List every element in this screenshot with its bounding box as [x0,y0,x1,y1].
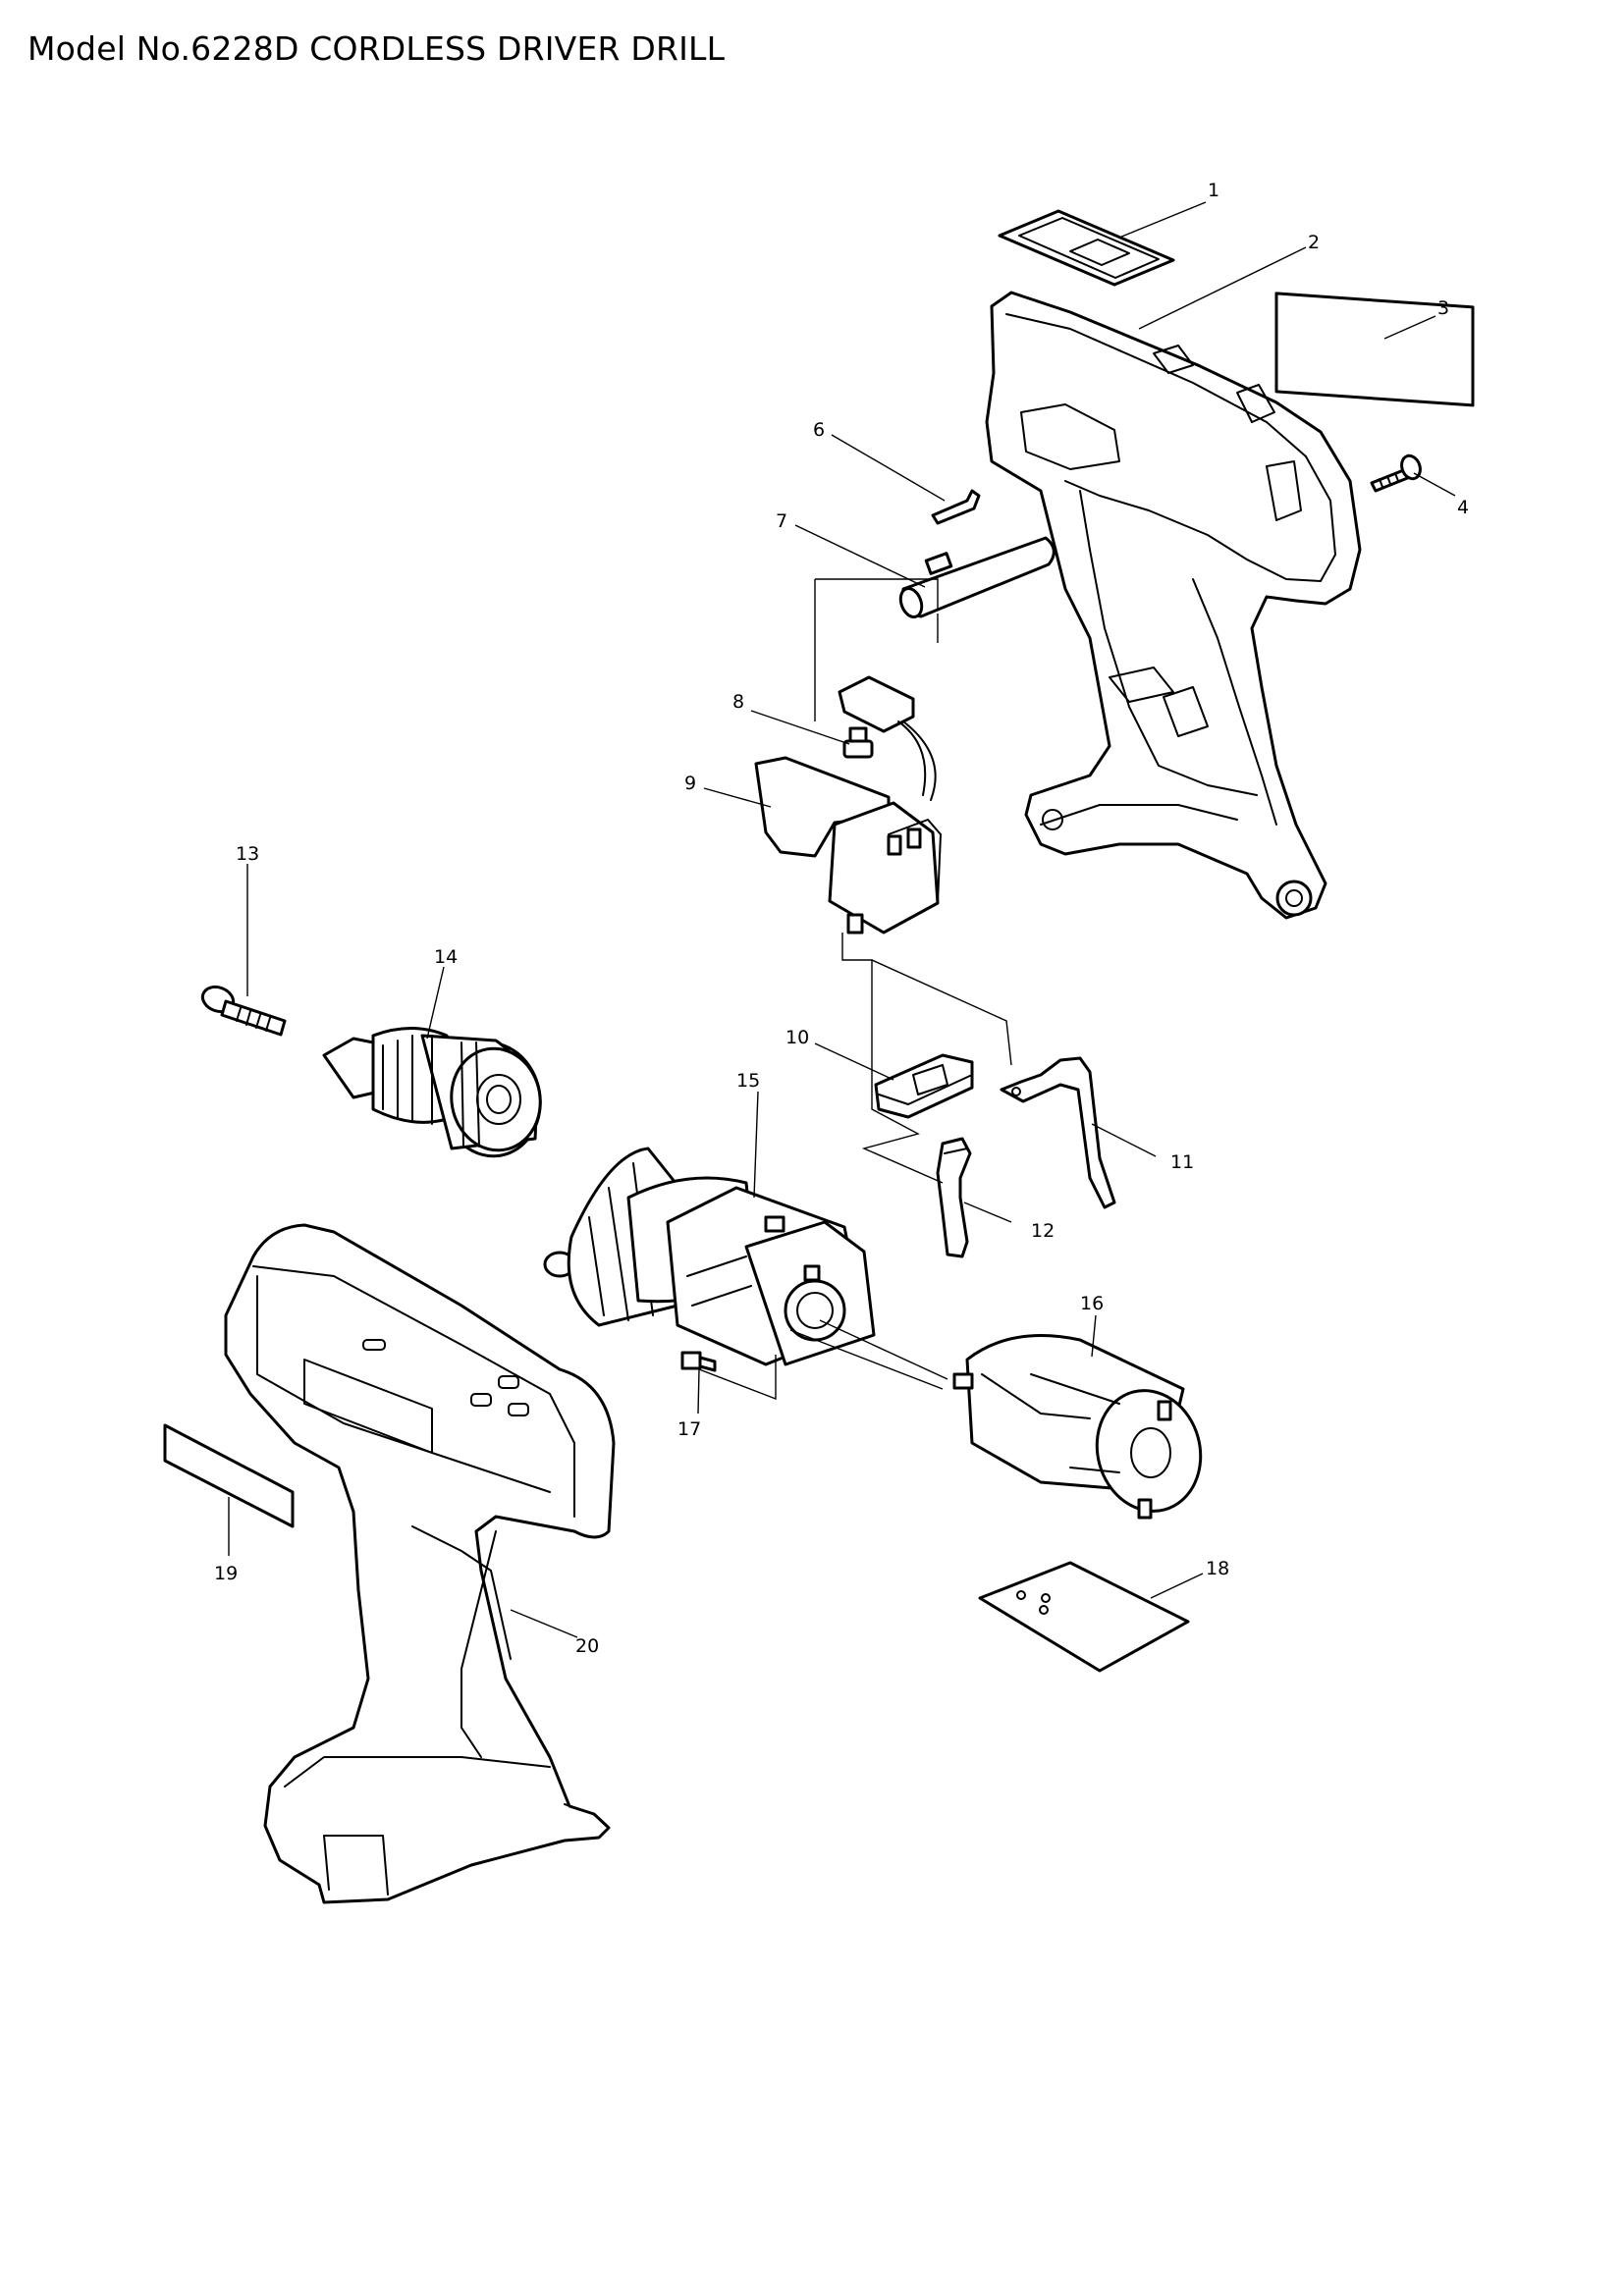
dc-motor-icon [952,1334,1203,1520]
keyless-chuck-icon [322,1027,542,1158]
callout-8: 8 [732,691,744,713]
terminal-clip-icon [936,1137,972,1258]
pin-icon [842,726,874,759]
page-title: Model No.6228D CORDLESS DRIVER DRILL [27,29,726,68]
screw-icon [1370,454,1422,493]
switch-icon [754,675,942,934]
small-screw-icon [680,1351,717,1372]
insulation-plate-icon [978,1561,1190,1673]
callout-17: 17 [677,1418,701,1440]
callout-19: 19 [214,1563,238,1584]
spring-clip-icon [931,489,981,525]
cover-plate-icon [998,209,1175,287]
label-icon [163,1423,295,1528]
terminal-bracket-icon [1000,1056,1116,1209]
bolt-icon [200,985,287,1037]
callout-4: 4 [1457,497,1469,518]
housing-set-icon [224,1223,616,1904]
callout-16: 16 [1080,1293,1104,1314]
callout-1: 1 [1208,180,1219,201]
housing-half-icon [985,291,1362,920]
callout-18: 18 [1206,1558,1229,1579]
callout-14: 14 [434,946,458,968]
callout-20: 20 [575,1635,599,1657]
callout-2: 2 [1308,232,1320,253]
callout-9: 9 [684,773,696,794]
gear-assembly-icon [543,1147,876,1366]
callout-leaders [228,201,1456,1638]
callout-15: 15 [736,1070,760,1092]
callout-13: 13 [236,843,259,865]
callout-10: 10 [785,1027,809,1048]
callout-11: 11 [1170,1151,1194,1173]
callout-6: 6 [813,419,825,441]
callout-numbers: 1 2 3 4 6 7 8 9 10 11 12 13 14 15 16 17 … [214,180,1469,1657]
capacitor-icon [898,536,1056,619]
callout-7: 7 [776,510,787,532]
brush-holder-icon [874,1053,974,1119]
callout-12: 12 [1031,1220,1055,1242]
assembly-lines [698,578,1012,1401]
callout-3: 3 [1437,297,1449,319]
